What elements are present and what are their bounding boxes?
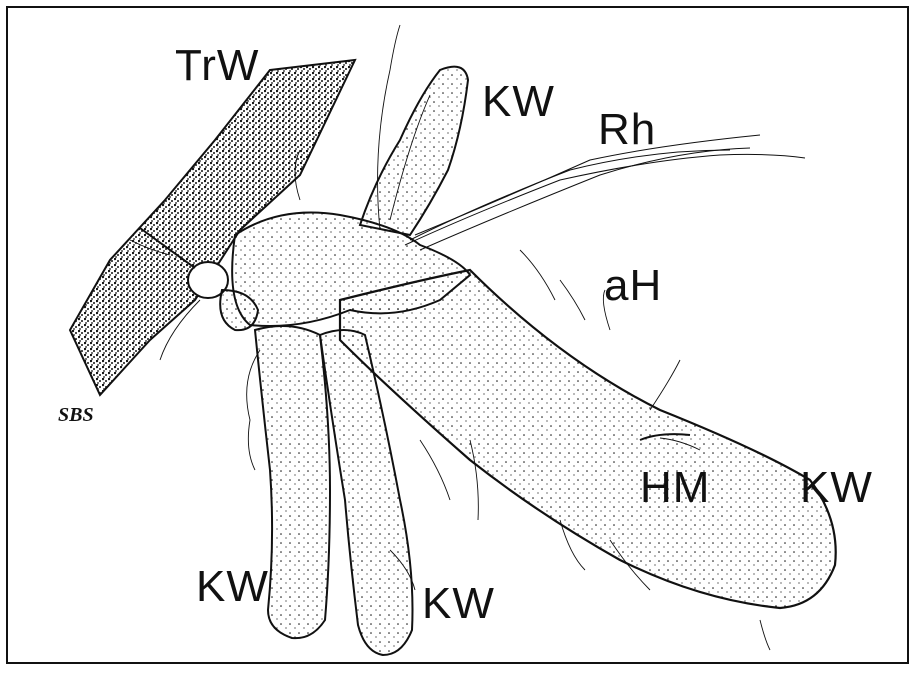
long-right-lobe [340, 270, 836, 608]
label-rhizomorph: Rh [598, 108, 656, 152]
label-trunk: TrW [175, 44, 259, 88]
label-ah: aH [604, 264, 662, 308]
label-kw-right: KW [800, 466, 873, 510]
label-hm: HM [640, 466, 710, 510]
label-kw-bottom-left: KW [196, 565, 269, 609]
label-kw-bottom-mid: KW [422, 582, 495, 626]
artist-signature: SBS [58, 404, 94, 427]
upper-lobe [360, 67, 468, 235]
label-kw-top: KW [482, 80, 555, 124]
